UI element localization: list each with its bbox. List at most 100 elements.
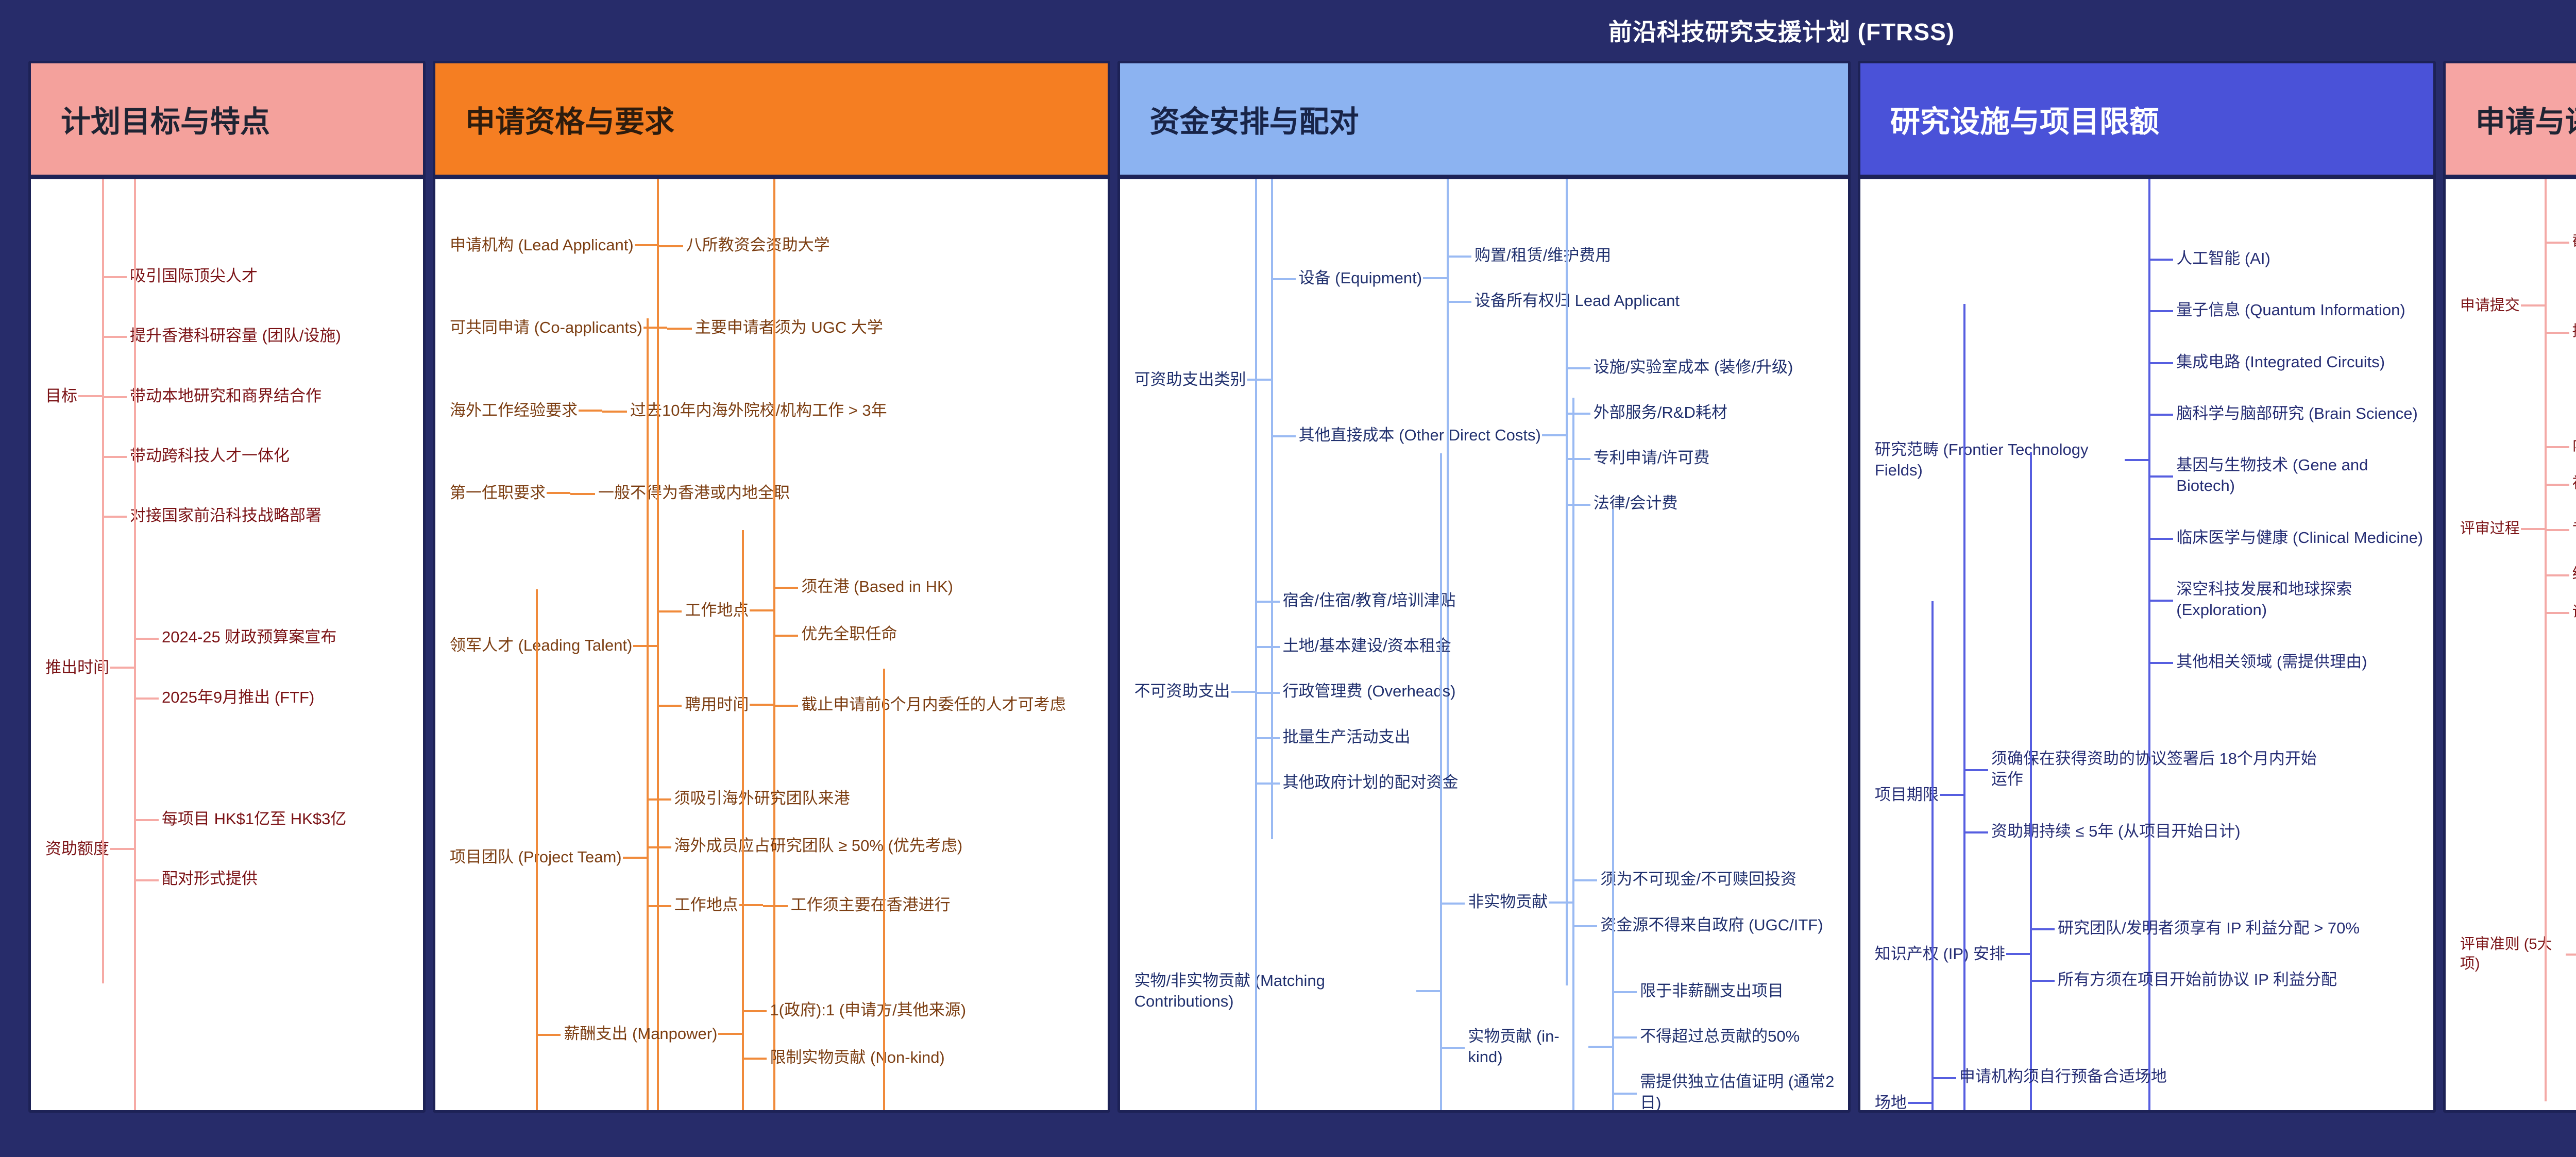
mindmap-branch: 八所教资会资助大学 — [658, 233, 831, 258]
branch-connector — [718, 1033, 742, 1035]
mindmap-node-label: 购置/租赁/维护费用 — [1475, 246, 1612, 264]
mindmap-node: 须为不可现金/不可赎回投资 — [1599, 867, 1798, 892]
mindmap-branch: 专家评审 (评审小组/Assessment Panel)成员含相关领域专家/政府… — [2544, 179, 2576, 1061]
mindmap-node-label: 限于非薪酬支出项目 — [1640, 981, 1784, 1000]
mindmap-branch: 设施/实验室成本 (装修/升级) — [1565, 355, 1794, 898]
mindmap-node: 海外工作经验要求过去10年内海外院校/机构工作 > 3年 — [449, 387, 1104, 434]
mindmap-branch: 基因与生物技术 (Gene and Biotech) — [2148, 179, 2429, 1011]
column-body-assessment: 申请提交截止日期首轮截止2025年11月25日提交要求电邮 + 签署盖章原件 (… — [2446, 179, 2576, 1110]
mindmap-children: 过去10年内海外院校/机构工作 > 3年 — [602, 387, 888, 434]
mindmap-branch: 结果审批 (CIT) — [2544, 179, 2576, 1098]
mindmap-node-label: 外部服务/R&D耗材 — [1593, 403, 1727, 421]
mindmap-node-label: 专家评审 (评审小组/Assessment Panel) — [2571, 517, 2576, 541]
mindmap-branch: 其他相关领域 (需提供理由) — [2148, 179, 2429, 674]
mindmap-node-label: 聘用时间 — [685, 695, 749, 713]
mindmap-branch: 限制实物贡献 (Non-kind) — [742, 527, 967, 1070]
mindmap-tree: 可资助支出类别设备 (Equipment)购置/租赁/维护费用设备所有权归 Le… — [1133, 179, 1844, 989]
mindmap-node-label: 行政管理费 (Overheads) — [1282, 682, 1456, 701]
mindmap-node: 评审准则 (5大项)人才元素 (Talent Component)领军人才的声誉… — [2459, 662, 2576, 1110]
mindmap-branch: 须为不可现金/不可赎回投资 — [1572, 867, 1824, 1110]
mindmap-children: 设施/实验室成本 (装修/升级) 外部服务/R&D耗材专利申请/许可费法律/会计费 — [1565, 179, 1794, 989]
mindmap-node: 资金源不得来自政府 (UGC/ITF) — [1599, 913, 1824, 938]
mindmap-node: 2025年9月推出 (FTF) — [161, 685, 315, 710]
mindmap-node-label: 实物/非实物贡献 (Matching Contributions) — [1134, 971, 1325, 1011]
mindmap-branch: 吸引国际顶尖人才 — [102, 264, 342, 807]
mindmap-node: 实物贡献 (in-kind)限于非薪酬支出项目不得超过总贡献的50%需提供独立估… — [1467, 505, 1844, 1110]
mindmap-node-label: 不得超过总贡献的50% — [1640, 1027, 1800, 1046]
mindmap-node: 集成电路 (Integrated Circuits) — [2175, 350, 2386, 375]
mindmap-node-label: 须在港 (Based in HK) — [801, 577, 953, 596]
mindmap-node: 薪酬支出 (Manpower)1(政府):1 (申请方/其他来源)限制实物贡献 … — [563, 527, 967, 1110]
mindmap-node-label: 设施/实验室成本 (装修/升级) — [1593, 358, 1793, 376]
mindmap-children: 吸引国际顶尖人才提升香港科研容量 (团队/设施)带动本地研究和商界结合作带动跨科… — [102, 179, 342, 987]
mindmap-node: 知识产权 (IP) 安排研究团队/发明者须享有 IP 利益分配 > 70%所有方… — [1874, 449, 2429, 1110]
mindmap-node-label: 法律/会计费 — [1593, 494, 1678, 513]
mindmap-branch: 深空科技发展和地球探索 (Exploration) — [2148, 179, 2429, 1110]
branch-connector — [547, 492, 570, 495]
branch-connector — [633, 644, 657, 647]
mindmap-board: 计划目标与特点 目标吸引国际顶尖人才提升香港科研容量 (团队/设施)带动本地研究… — [0, 61, 2576, 1131]
mindmap-node-label: 目标 — [45, 386, 77, 405]
column-header-funding: 资金安排与配对 — [1120, 63, 1848, 179]
mindmap-node-label: 每项目 HK$1亿至 HK$3亿 — [162, 810, 347, 828]
mindmap-children: 须为不可现金/不可赎回投资资金源不得来自政府 (UGC/ITF) — [1572, 394, 1824, 1110]
mindmap-node: 设备 (Equipment)购置/租赁/维护费用设备所有权归 Lead Appl… — [1298, 179, 1681, 787]
mindmap-tree: 项目期限须确保在获得资助的协议签署后 18个月内开始运作资助期持续 ≤ 5年 (… — [1874, 300, 2429, 1110]
mindmap-node: 须在港 (Based in HK) — [800, 574, 954, 599]
mindmap-node: 可共同申请 (Co-applicants)主要申请者须为 UGC 大学 — [449, 304, 1104, 351]
mindmap-children: 薪酬支出 (Manpower)1(政府):1 (申请方/其他来源)限制实物贡献 … — [536, 527, 1103, 1110]
mindmap-tree: 不可资助支出宿舍/住宿/教育/培训津贴土地/基本建设/资本租金行政管理费 (Ov… — [1133, 179, 1844, 1110]
mindmap-children: 人工智能 (AI)量子信息 (Quantum Information)集成电路 … — [2148, 179, 2429, 1110]
mindmap-node: 工作须主要在香港进行 — [790, 893, 952, 917]
column-card-facilities: 研究设施与项目限额 研究范畴 (Frontier Technology Fiel… — [1857, 61, 2436, 1113]
mindmap-node-label: 初步评审 (FTRSS 秘书处) — [2571, 472, 2576, 496]
mindmap-children: 申请机构须自行预备合适场地申请前已获得场地的具体证明 — [1931, 598, 2168, 1110]
page-title: 前沿科技研究支援计划 (FTRSS) — [1608, 19, 1955, 45]
mindmap-node: 第一任职要求一般不得为香港或内地全职 — [449, 469, 1104, 517]
mindmap-tree: 领军人才 (Leading Talent)工作地点须在港 (Based in H… — [449, 179, 1104, 1110]
mindmap-node: 研究范畴 (Frontier Technology Fields)人工智能 (A… — [1874, 179, 2429, 1110]
mindmap-node-label: 海外成员应占研究团队 ≥ 50% (优先考虑) — [674, 837, 963, 855]
mindmap-branch: 截止日期首轮截止2025年11月25日 — [2544, 223, 2576, 774]
branch-connector — [1907, 1101, 1931, 1104]
mindmap-node: 土地/基本建设/资本租金 — [1282, 634, 1452, 658]
mindmap-children: 八所教资会资助大学 — [658, 222, 831, 269]
mindmap-node-label: 截止申请前6个月内委任的人才可考虑 — [801, 695, 1066, 713]
mindmap-node: 购置/租赁/维护费用 — [1473, 243, 1612, 268]
column-header-assessment: 申请与评审 — [2445, 63, 2576, 179]
mindmap-branch: 非实物贡献须为不可现金/不可赎回投资资金源不得来自政府 (UGC/ITF) — [1440, 394, 1844, 1110]
branch-connector — [750, 703, 774, 706]
branch-connector — [1588, 1046, 1613, 1048]
mindmap-node-label: 需提供独立估值证明 (通常2日) — [1640, 1073, 1835, 1110]
mindmap-branch: 申请机构须自行预备合适场地 — [1931, 1064, 2168, 1110]
mindmap-node-label: 人工智能 (AI) — [2176, 249, 2270, 267]
mindmap-node-label: 设备所有权归 Lead Applicant — [1475, 292, 1680, 310]
mindmap-node-label: 工作地点 — [685, 601, 749, 620]
mindmap-children: 内部挑选 (申请机构)初步评审 (FTRSS 秘书处)专家评审 (评审小组/As… — [2544, 179, 2576, 1098]
mindmap-node: 专利申请/许可费 — [1592, 446, 1711, 470]
mindmap-node: 领军人才 (Leading Talent)工作地点须在港 (Based in H… — [449, 179, 1104, 1110]
mindmap-node-label: 申请机构 (Lead Applicant) — [450, 236, 634, 254]
mindmap-node: 过去10年内海外院校/机构工作 > 3年 — [629, 398, 888, 423]
mindmap-node: 优先全职任命 — [800, 622, 898, 646]
mindmap-node: 评审决定告知 (Final Decision) — [2571, 601, 2576, 624]
mindmap-branch: 量子信息 (Quantum Information) — [2148, 179, 2429, 842]
branch-connector — [579, 409, 602, 412]
mindmap-children: 截止日期首轮截止2025年11月25日提交要求电邮 + 签署盖章原件 (提交2套… — [2544, 179, 2576, 774]
mindmap-node-label: 资助额度 — [45, 840, 109, 858]
mindmap-children: 设备 (Equipment)购置/租赁/维护费用设备所有权归 Lead Appl… — [1270, 179, 1794, 989]
branch-connector — [1416, 990, 1440, 993]
mindmap-node: 对接国家前沿科技战略部署 — [129, 503, 323, 528]
mindmap-node-label: 评审决定告知 (Final Decision) — [2571, 601, 2576, 624]
branch-connector — [2520, 304, 2545, 307]
column-card-funding: 资金安排与配对 可资助支出类别设备 (Equipment)购置/租赁/维护费用设… — [1117, 61, 1851, 1113]
mindmap-node-label: 土地/基本建设/资本租金 — [1282, 637, 1451, 655]
mindmap-tree: 海外工作经验要求过去10年内海外院校/机构工作 > 3年 — [449, 387, 1104, 434]
mindmap-tree: 第一任职要求一般不得为香港或内地全职 — [449, 469, 1104, 517]
mindmap-node-label: 评审准则 (5大项) — [2460, 936, 2552, 972]
mindmap-node: 带动本地研究和商界结合作 — [129, 384, 323, 409]
mindmap-node: 申请提交截止日期首轮截止2025年11月25日提交要求电邮 + 签署盖章原件 (… — [2459, 179, 2576, 774]
mindmap-node: 工作地点 须在港 (Based in HK) 优先全职任命 — [684, 179, 954, 1110]
mindmap-node-label: 须为不可现金/不可赎回投资 — [1600, 870, 1797, 889]
